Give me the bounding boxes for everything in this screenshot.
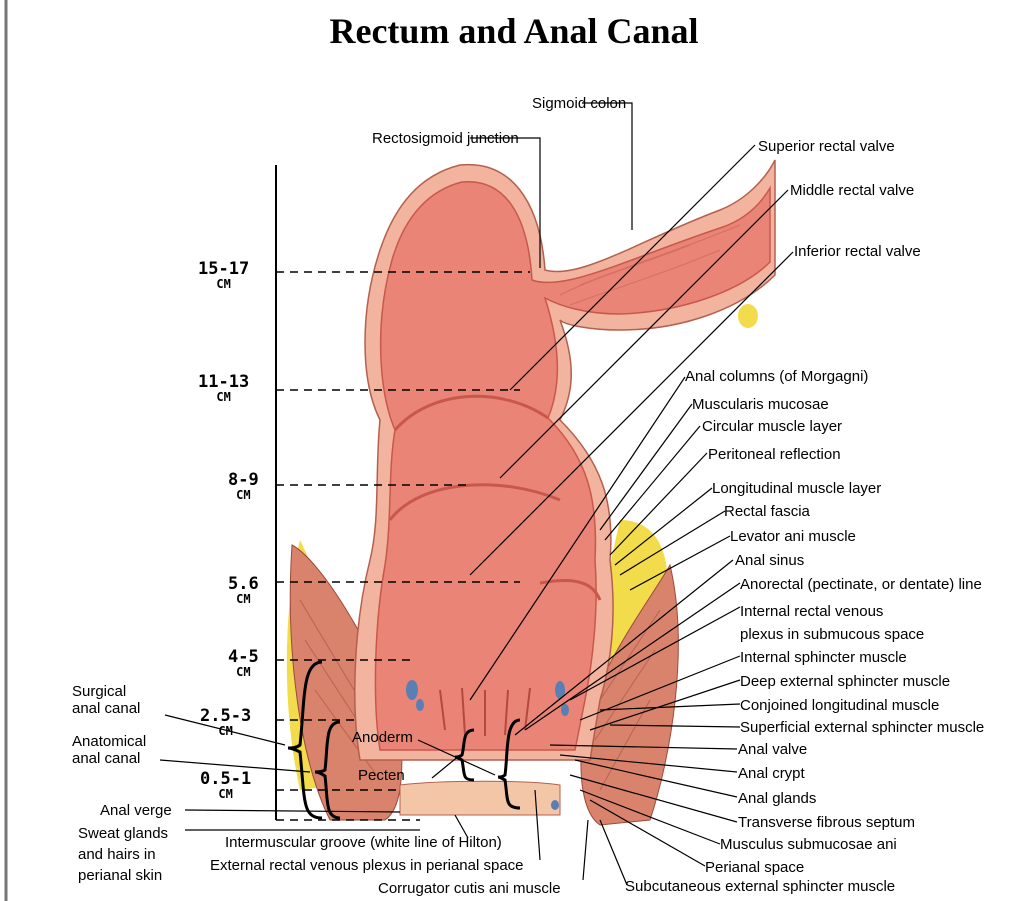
label-rectal-fascia: Rectal fascia [724,503,810,520]
label-anoderm: Anoderm [352,729,413,746]
fat-sigmoid [738,304,758,328]
label-anal-verge: Anal verge [100,802,172,819]
label-transverse-fibrous-septum: Transverse fibrous septum [738,814,915,831]
label-internal-sphincter-muscle: Internal sphincter muscle [740,649,907,666]
label-muscularis-mucosae: Muscularis mucosae [692,396,829,413]
label-corrugator-cutis-ani: Corrugator cutis ani muscle [378,880,561,897]
label-pecten: Pecten [358,767,405,784]
label-musculus-submucosae-ani: Musculus submucosae ani [720,836,897,853]
label-middle-rectal-valve: Middle rectal valve [790,182,914,199]
label-anatomical-anal-canal: Anatomical anal canal [72,733,146,767]
label-anorectal-line: Anorectal (pectinate, or dentate) line [740,576,982,593]
label-intermuscular-groove: Intermuscular groove (white line of Hilt… [225,834,502,851]
label-conjoined-longitudinal-muscle: Conjoined longitudinal muscle [740,697,939,714]
label-superficial-external-sphincter: Superficial external sphincter muscle [740,719,984,736]
label-internal-rectal-venous-plexus: Internal rectal venous plexus in submuco… [740,600,924,646]
label-anal-sinus: Anal sinus [735,552,804,569]
label-anal-glands: Anal glands [738,790,816,807]
label-perianal-space: Perianal space [705,859,804,876]
label-superior-rectal-valve: Superior rectal valve [758,138,895,155]
label-anal-valve: Anal valve [738,741,807,758]
label-sweat-glands: Sweat glands and hairs in perianal skin [78,823,168,886]
label-external-rectal-venous-plexus: External rectal venous plexus in periana… [210,857,524,874]
label-rectosigmoid-junction: Rectosigmoid junction [372,130,519,147]
label-circular-muscle-layer: Circular muscle layer [702,418,842,435]
label-longitudinal-muscle-layer: Longitudinal muscle layer [712,480,881,497]
label-sigmoid-colon: Sigmoid colon [532,95,626,112]
label-anal-crypt: Anal crypt [738,765,805,782]
label-inferior-rectal-valve: Inferior rectal valve [794,243,921,260]
label-peritoneal-reflection: Peritoneal reflection [708,446,841,463]
label-deep-external-sphincter: Deep external sphincter muscle [740,673,950,690]
label-surgical-anal-canal: Surgical anal canal [72,683,140,717]
label-levator-ani-muscle: Levator ani muscle [730,528,856,545]
label-anal-columns: Anal columns (of Morgagni) [685,368,868,385]
label-subcutaneous-external-sphincter: Subcutaneous external sphincter muscle [625,878,895,895]
